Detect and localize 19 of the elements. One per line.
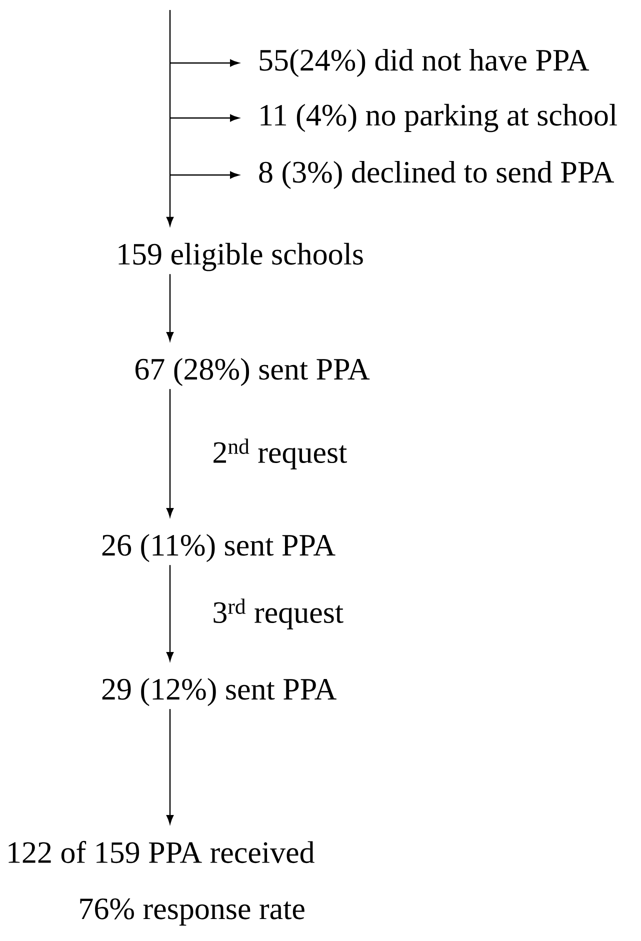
- arrow: [166, 565, 174, 661]
- flow-text: 29 (12%) sent PPA: [102, 678, 336, 706]
- flow-text: 11 (4%) no parking at school: [260, 104, 617, 132]
- arrow: [166, 709, 174, 824]
- flow-text: 8 (3%) declined to send PPA: [259, 160, 614, 190]
- edge-label: 2$^{nd}$ request: [214, 438, 347, 470]
- flow-text: 159 eligible schools: [118, 242, 363, 272]
- arrow: [170, 59, 240, 67]
- flow-text: 55(24%) did not have PPA: [260, 48, 590, 78]
- flow-text: 67 (28%) sent PPA: [136, 358, 370, 386]
- arrow: [166, 10, 174, 226]
- flow-text: 26 (11%) sent PPA: [102, 534, 336, 562]
- flow-text: 122 of 159 PPA received: [8, 840, 314, 864]
- arrow: [170, 114, 240, 122]
- note-text: 76% response rate: [80, 898, 304, 926]
- arrow: [166, 389, 174, 517]
- arrow: [166, 274, 174, 341]
- arrow: [170, 171, 240, 179]
- edge-label: 3$^{rd}$ request: [214, 598, 344, 630]
